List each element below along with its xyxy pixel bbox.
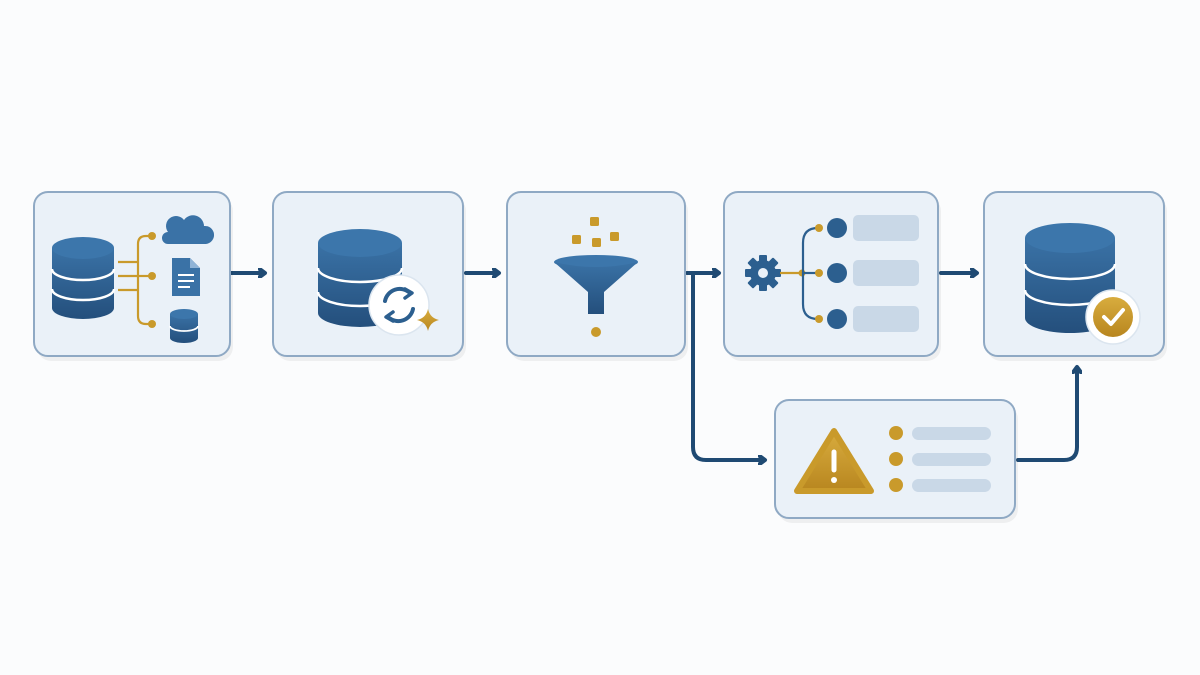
refresh-icon — [368, 274, 430, 336]
warning-icon — [794, 428, 874, 494]
database-icon — [50, 237, 116, 319]
node-validated-store — [983, 191, 1167, 361]
cloud-icon — [162, 215, 215, 244]
node-sync — [272, 191, 466, 361]
edges — [229, 271, 1077, 462]
node-errors — [774, 399, 1018, 523]
node-transform — [723, 191, 941, 361]
edge-errors-to-store — [1016, 368, 1077, 462]
node-filter — [506, 191, 688, 361]
node-sources — [33, 191, 233, 361]
branch-list — [780, 215, 919, 332]
document-icon — [172, 258, 200, 296]
output-dot — [591, 327, 601, 337]
gear-icon — [745, 255, 781, 291]
list-lines — [889, 426, 991, 492]
sparkle-icon — [417, 309, 439, 331]
check-badge-icon — [1085, 289, 1141, 345]
funnel-icon — [554, 255, 638, 314]
data-squares — [572, 217, 619, 247]
source-connectors — [118, 232, 156, 328]
edge-filter-to-errors — [691, 271, 764, 460]
small-database-icon — [169, 309, 199, 343]
